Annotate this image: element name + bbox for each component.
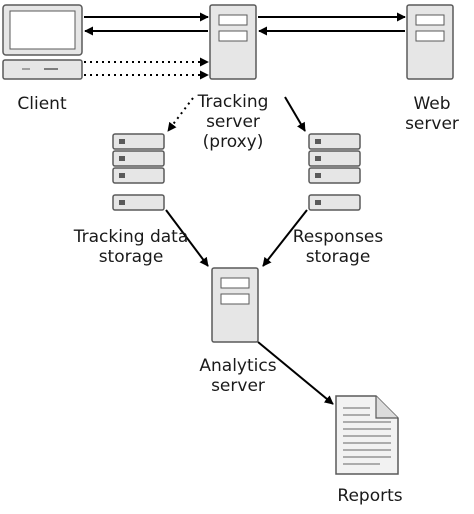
reports-label: Reports	[337, 486, 403, 506]
tracking-storage-label: Tracking data storage	[73, 227, 189, 267]
reports-document-icon	[335, 395, 399, 475]
responses-storage-label: Responses storage	[292, 227, 384, 267]
edge-responses-storage-to-analytics	[262, 209, 308, 267]
edge-analytics-to-reports	[257, 341, 334, 405]
tracking-server-label: Tracking server (proxy)	[197, 92, 269, 152]
edge-tracking-to-tracking-storage	[167, 97, 194, 132]
edge-tracking-storage-to-analytics	[165, 209, 209, 267]
edge-tracking-to-responses-storage	[284, 96, 306, 132]
tracking-server-icon	[209, 4, 257, 80]
responses-storage-icon	[308, 133, 361, 211]
tracking-storage-icon	[112, 133, 165, 211]
client-computer-icon	[2, 4, 83, 80]
client-label: Client	[17, 94, 67, 114]
analytics-server-icon	[211, 267, 259, 343]
analytics-server-label: Analytics server	[199, 356, 277, 396]
web-server-label: Web server	[405, 94, 459, 134]
web-server-icon	[406, 4, 454, 80]
